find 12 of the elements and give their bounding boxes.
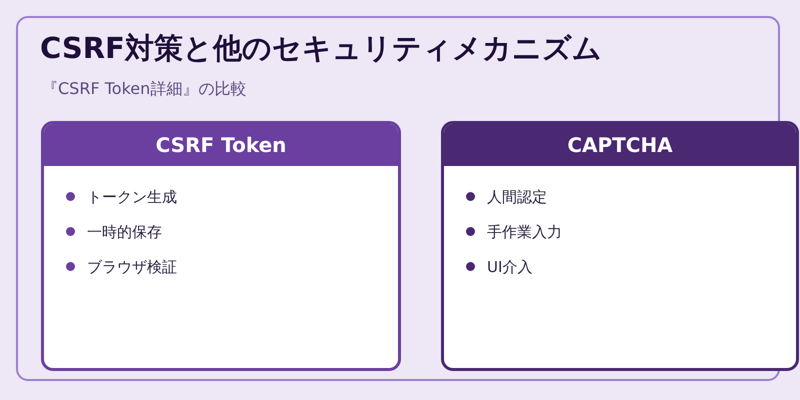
list-item: 人間認定 bbox=[487, 187, 547, 208]
list-item: 一時的保存 bbox=[87, 222, 162, 243]
comparison-card bbox=[441, 121, 799, 371]
subtitle: 『CSRF Token詳細』の比較 bbox=[42, 78, 246, 100]
list-item: ブラウザ検証 bbox=[87, 257, 177, 278]
list-item: 手作業入力 bbox=[487, 222, 562, 243]
list-item: UI介入 bbox=[487, 257, 532, 278]
comparison-card bbox=[41, 121, 401, 371]
card-header: CAPTCHA bbox=[444, 124, 796, 166]
card-header: CSRF Token bbox=[44, 124, 398, 166]
list-item: トークン生成 bbox=[87, 187, 177, 208]
diagram-title: CSRF対策と他のセキュリティメカニズム bbox=[40, 30, 602, 66]
